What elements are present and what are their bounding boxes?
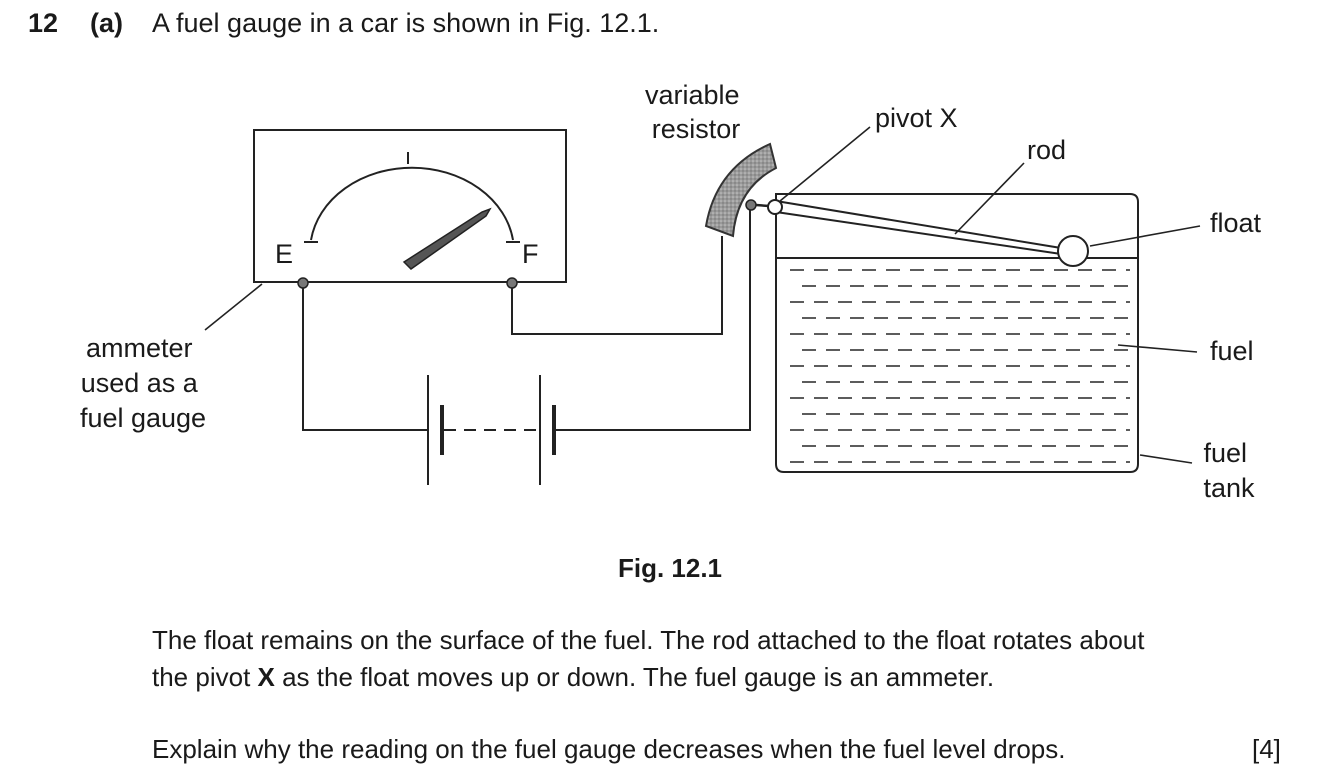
fuel-liquid-dashes	[790, 269, 1130, 463]
gauge-label-full: F	[522, 239, 539, 269]
wire-ammeter-to-resistor	[511, 236, 723, 335]
label-variable-resistor-line-2: resistor	[652, 114, 741, 144]
sliding-contact	[745, 199, 757, 211]
ammeter-box	[253, 129, 567, 283]
marks-allocation: [4]	[1252, 734, 1281, 764]
line-2-part-a: the pivot	[152, 662, 258, 692]
variable-resistor-arc	[704, 142, 778, 238]
label-fuel-tank-line-1: fuel	[1203, 438, 1247, 468]
line-2-part-b: as the float moves up or down. The fuel …	[274, 662, 995, 692]
tank-outline	[775, 193, 1139, 473]
label-fuel: fuel	[1210, 336, 1254, 366]
label-variable-resistor-line-1: variable	[645, 80, 740, 110]
wire-ammeter-to-cells	[302, 288, 428, 431]
label-ammeter-line-1: ammeter	[86, 333, 193, 363]
question-intro: A fuel gauge in a car is shown in Fig. 1…	[152, 8, 660, 38]
battery	[427, 375, 556, 485]
leader-fuel-tank	[1139, 454, 1193, 464]
gauge-scale-arc	[310, 166, 514, 241]
terminal-empty	[297, 277, 309, 289]
leader-pivot	[779, 126, 871, 202]
label-ammeter: ammeter used as a fuel gauge	[80, 333, 206, 433]
label-pivot: pivot X	[875, 103, 958, 133]
label-float: float	[1210, 208, 1262, 238]
label-fuel-tank-line-2: tank	[1203, 473, 1255, 503]
leader-ammeter	[204, 283, 263, 331]
leader-fuel	[1117, 344, 1198, 353]
label-ammeter-line-3: fuel gauge	[80, 403, 206, 433]
label-rod: rod	[1027, 135, 1066, 165]
figure-caption: Fig. 12.1	[0, 553, 1328, 584]
paragraph-description-line-1: The float remains on the surface of the …	[152, 625, 1145, 655]
wire-cells-to-contact	[554, 206, 751, 431]
fuel-gauge-diagram: E F ammeter used	[80, 80, 1262, 503]
label-ammeter-line-2: used as a	[81, 368, 199, 398]
pivot-x	[767, 199, 783, 215]
gauge-label-empty: E	[275, 239, 293, 269]
paragraph-description-line-2: the pivot X as the float moves up or dow…	[152, 659, 1328, 696]
circuit-wires	[302, 206, 751, 431]
label-fuel-tank: fuel tank	[1203, 438, 1255, 503]
question-prompt: Explain why the reading on the fuel gaug…	[152, 734, 1066, 764]
terminal-full	[506, 277, 518, 289]
question-header: 12 (a) A fuel gauge in a car is shown in…	[0, 8, 1328, 48]
label-variable-resistor: variable resistor	[645, 80, 747, 144]
figure-caption-text: Fig. 12.1	[617, 553, 723, 583]
leader-lines	[204, 126, 1201, 464]
float	[1057, 235, 1089, 267]
ammeter-gauge: E F	[253, 129, 567, 289]
gauge-needle	[402, 207, 492, 270]
pivot-x-reference: X	[257, 662, 275, 692]
question-part: (a)	[90, 8, 123, 38]
contact-link	[755, 203, 770, 208]
paragraph-description: The float remains on the surface of the …	[152, 622, 1328, 696]
question-number: 12	[28, 8, 59, 38]
leader-rod	[954, 162, 1025, 235]
leader-float	[1089, 225, 1201, 247]
float-rod	[775, 199, 1062, 256]
